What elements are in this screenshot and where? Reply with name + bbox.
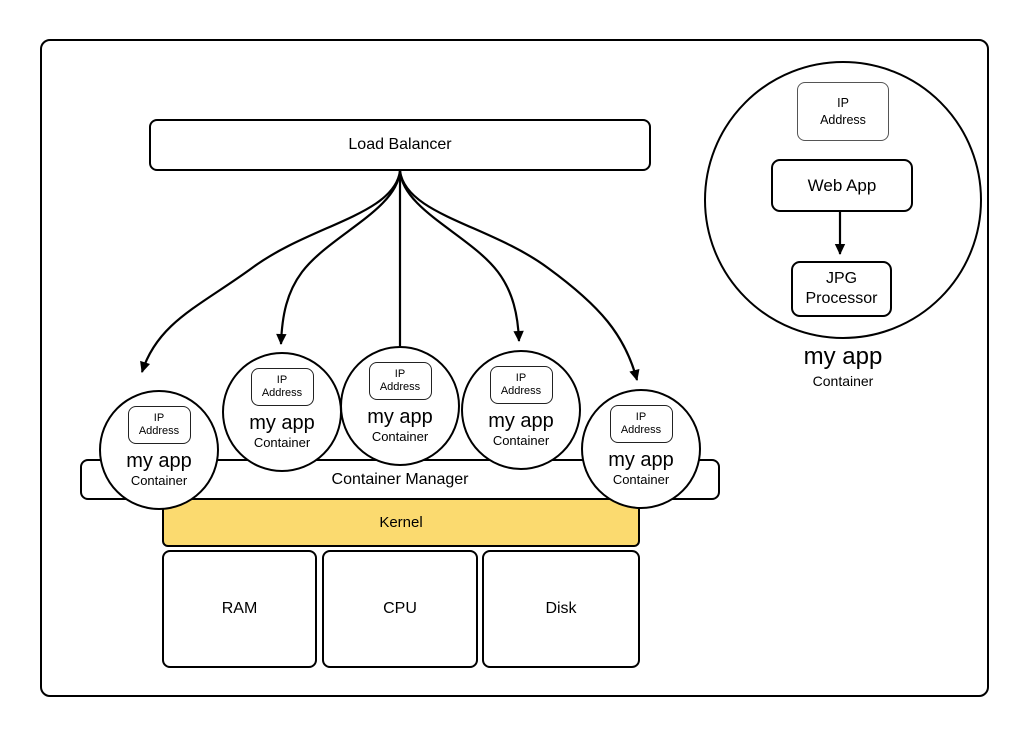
caption-name-label: my app	[803, 343, 883, 370]
app-name-label: my app	[249, 412, 315, 434]
ip-badge-line1: IP	[276, 373, 288, 386]
ip-badge-line2: Address	[620, 424, 662, 436]
app-container-node: IP Address my app Container	[340, 346, 460, 466]
container-type-label: Container	[253, 435, 311, 450]
load-balancer-label: Load Balancer	[348, 136, 452, 154]
app-container-node: IP Address my app Container	[581, 389, 701, 509]
cpu-node: CPU	[322, 550, 478, 668]
app-container-node: IP Address my app Container	[222, 352, 342, 472]
app-name-label: my app	[126, 450, 192, 472]
detail-container-caption: my app Container	[743, 343, 943, 390]
container-type-label: Container	[492, 433, 550, 448]
app-container-node: IP Address my app Container	[99, 390, 219, 510]
app-name-label: my app	[488, 410, 554, 432]
arrow-lb-to-instance-1	[140, 170, 402, 373]
kernel-label: Kernel	[379, 513, 423, 531]
ip-address-badge: IP Address	[797, 82, 889, 141]
jpg-processor-line2: Processor	[805, 290, 878, 307]
ip-address-badge: IP Address	[368, 362, 432, 400]
container-manager-label: Container Manager	[331, 470, 469, 488]
kernel-node: Kernel	[162, 498, 640, 547]
ip-badge-line2: Address	[500, 385, 542, 397]
ip-address-badge: IP Address	[609, 405, 673, 443]
arrow-lb-to-instance-4	[398, 170, 524, 342]
caption-type-label: Container	[812, 373, 874, 390]
ip-badge-line1: IP	[515, 371, 527, 384]
ip-badge-line2: Address	[820, 112, 866, 127]
ip-address-badge: IP Address	[489, 366, 553, 404]
diagram-frame	[40, 39, 989, 697]
app-container-node: IP Address my app Container	[461, 350, 581, 470]
jpg-processor-line1: JPG	[825, 270, 858, 287]
container-type-label: Container	[130, 473, 188, 488]
ip-badge-line1: IP	[153, 411, 165, 424]
ip-badge-line1: IP	[837, 95, 849, 110]
app-name-label: my app	[608, 449, 674, 471]
load-balancer-node: Load Balancer	[149, 119, 651, 171]
ip-badge-line2: Address	[379, 381, 421, 393]
ram-node: RAM	[162, 550, 317, 668]
disk-label: Disk	[545, 600, 577, 618]
app-name-label: my app	[367, 406, 433, 428]
detail-container-node: IP Address Web App JPG Processor	[704, 61, 982, 339]
ip-badge-line1: IP	[635, 410, 647, 423]
container-type-label: Container	[371, 429, 429, 444]
disk-node: Disk	[482, 550, 640, 668]
ip-address-badge: IP Address	[250, 368, 314, 406]
arrow-lb-to-instance-5	[398, 170, 640, 381]
jpg-processor-node: JPG Processor	[791, 261, 892, 317]
arrow-lb-to-instance-2	[276, 170, 402, 345]
ip-badge-line2: Address	[138, 425, 180, 437]
ip-badge-line2: Address	[261, 387, 303, 399]
container-type-label: Container	[612, 472, 670, 487]
cpu-label: CPU	[383, 600, 417, 618]
ip-address-badge: IP Address	[127, 406, 191, 444]
ram-label: RAM	[221, 600, 258, 618]
ip-badge-line1: IP	[394, 367, 406, 380]
web-app-label: Web App	[807, 175, 877, 195]
web-app-node: Web App	[771, 159, 913, 212]
